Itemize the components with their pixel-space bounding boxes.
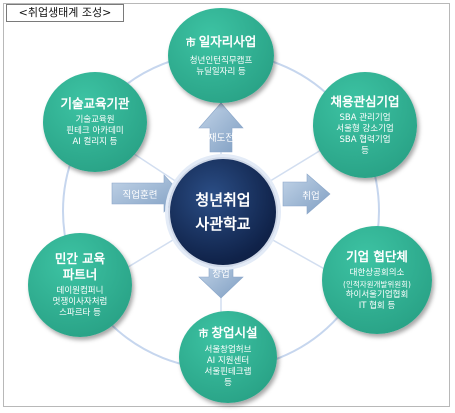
arrow-right [282,173,331,215]
node-line: 뉴딜일자리 등 [196,66,246,77]
node-line: 청년인턴직무캠프 [189,55,253,66]
node-line: 데이원컴퍼니 [56,286,104,296]
diagram-title: <취업생태계 조성> [6,4,124,22]
node-business-associations: 기업 협단체 대한상공회의소 (인적자원개발위원회) 하이서울기업협회 IT 협… [322,226,432,334]
node-line: 스파르타 등 [59,308,101,318]
node-hiring-companies: 채용관심기업 SBA 관리기업 서울형 강소기업 SBA 협력기업 등 [313,72,417,178]
node-title: 기술교육기관 [60,96,130,111]
node-line: (인적자원개발위원회) [343,279,411,289]
node-line: 서울창업허브 [204,345,252,355]
node-line: 대한상공회의소 [349,267,405,278]
node-line: SBA 협력기업 [339,134,391,145]
node-line: 기술교육원 [75,115,115,125]
arrow-label-left: 직업훈련 [122,190,158,201]
center-node: 청년취업 사관학교 [168,157,278,267]
node-title: 기업 협단체 [346,248,408,264]
node-line: 등 [361,145,369,156]
node-line: AI 지원센터 [206,356,250,366]
seoul-city-mark-icon: 市 [185,37,196,49]
node-line: 핀테크 아카데미 [66,126,124,136]
arrow-label-right: 취업 [302,191,320,202]
node-line: 하이서울기업협회 [345,289,409,300]
seoul-city-mark-icon: 市 [198,329,209,340]
node-title: 채용관심기업 [330,93,400,109]
node-title: 일자리사업 [198,33,257,49]
node-line: 서울형 강소기업 [336,123,394,134]
node-line: 등 [224,378,232,388]
node-private-partners: 민간 교육 파트너 데이원컴퍼니 멋쟁이사자처럼 스파르타 등 [28,233,132,337]
center-line-2: 사관학교 [195,215,251,233]
center-line-1: 청년취업 [195,191,251,209]
node-line: 서울핀테크랩 [204,367,252,377]
arrow-label-down: 창업 [212,269,230,280]
node-line: 멋쟁이사자처럼 [52,297,108,307]
node-line: SBA 관리기업 [339,112,391,123]
arrow-label-up: 재도전 [207,133,235,144]
arrow-up [198,102,244,153]
node-title: 창업시설 [211,325,258,340]
node-title-line-1: 민간 교육 [54,251,106,266]
node-tech-education: 기술교육기관 기술교육원 핀테크 아카데미 AI 컬리지 등 [43,72,147,172]
node-title-line-2: 파트너 [62,267,98,282]
node-line: IT 협회 등 [358,300,396,311]
node-line: AI 컬리지 등 [72,137,118,147]
